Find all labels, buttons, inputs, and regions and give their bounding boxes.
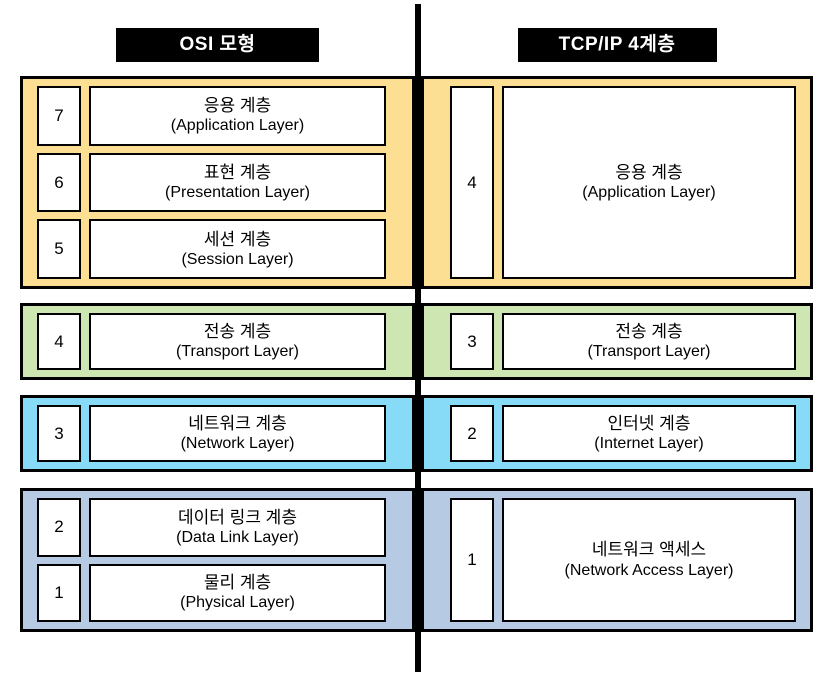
- osi-layer-2-number: 2: [37, 498, 81, 557]
- tcpip-layer-4-row: 4 응용 계층 (Application Layer): [450, 86, 796, 279]
- layer-name-english: (Network Layer): [180, 435, 295, 453]
- osi-transport-band: 4 전송 계층 (Transport Layer): [20, 303, 415, 380]
- osi-layer-5-label: 세션 계층 (Session Layer): [89, 219, 386, 280]
- layer-name-korean: 표현 계층: [203, 162, 272, 182]
- osi-layer-4-number: 4: [37, 313, 81, 370]
- layer-name-english: (Transport Layer): [587, 343, 711, 361]
- osi-layer-3-label: 네트워크 계층 (Network Layer): [89, 405, 386, 462]
- tcpip-layer-1-row: 1 네트워크 액세스 (Network Access Layer): [450, 498, 796, 622]
- layer-name-english: (Internet Layer): [594, 435, 704, 453]
- tcpip-internet-band: 2 인터넷 계층 (Internet Layer): [421, 395, 813, 472]
- layer-name-english: (Physical Layer): [180, 594, 295, 612]
- tcpip-column: TCP/IP 4계층 4 응용 계층 (Application Layer) 3…: [421, 0, 813, 632]
- osi-layer-4-label: 전송 계층 (Transport Layer): [89, 313, 386, 370]
- layer-name-english: (Network Access Layer): [564, 561, 734, 579]
- osi-layer-1-label: 물리 계층 (Physical Layer): [89, 563, 386, 622]
- layer-name-korean: 네트워크 계층: [188, 413, 287, 433]
- tcpip-layer-2-number: 2: [450, 405, 494, 462]
- tcpip-layer-1-number: 1: [450, 498, 494, 622]
- tcpip-layer-1-label: 네트워크 액세스 (Network Access Layer): [502, 498, 796, 622]
- osi-layer-2-label: 데이터 링크 계층 (Data Link Layer): [89, 498, 386, 557]
- layer-name-korean: 물리 계층: [203, 573, 272, 593]
- tcpip-title: TCP/IP 4계층: [517, 28, 717, 62]
- layer-name-english: (Data Link Layer): [176, 528, 299, 546]
- osi-layer-5-number: 5: [37, 219, 81, 280]
- osi-layer-7-row: 7 응용 계층 (Application Layer): [37, 86, 386, 146]
- tcpip-layer-2-row: 2 인터넷 계층 (Internet Layer): [450, 405, 796, 462]
- tcpip-layer-3-number: 3: [450, 313, 494, 370]
- osi-layer-6-row: 6 표현 계층 (Presentation Layer): [37, 152, 386, 213]
- osi-network-band: 3 네트워크 계층 (Network Layer): [20, 395, 415, 472]
- layer-name-english: (Session Layer): [181, 250, 294, 268]
- osi-layer-7-number: 7: [37, 86, 81, 146]
- layer-name-korean: 세션 계층: [203, 229, 272, 249]
- osi-layer-2-row: 2 데이터 링크 계층 (Data Link Layer): [37, 498, 386, 557]
- layer-name-korean: 데이터 링크 계층: [178, 507, 297, 527]
- tcpip-transport-band: 3 전송 계층 (Transport Layer): [421, 303, 813, 380]
- layer-name-english: (Application Layer): [170, 117, 305, 135]
- center-divider-line: [415, 4, 421, 672]
- layer-name-english: (Presentation Layer): [165, 184, 310, 202]
- layer-name-english: (Application Layer): [582, 184, 716, 202]
- osi-layer-3-number: 3: [37, 405, 81, 462]
- layer-name-korean: 응용 계층: [615, 162, 683, 182]
- osi-layer-4-row: 4 전송 계층 (Transport Layer): [37, 313, 386, 370]
- osi-layer-5-row: 5 세션 계층 (Session Layer): [37, 219, 386, 280]
- layer-name-korean: 응용 계층: [203, 96, 272, 116]
- tcpip-layer-2-label: 인터넷 계층 (Internet Layer): [502, 405, 796, 462]
- osi-layer-6-label: 표현 계층 (Presentation Layer): [89, 152, 386, 213]
- tcpip-network-access-band: 1 네트워크 액세스 (Network Access Layer): [421, 488, 813, 632]
- osi-layer-6-number: 6: [37, 152, 81, 213]
- osi-column: OSI 모형 7 응용 계층 (Application Layer) 6 표현 …: [20, 0, 415, 632]
- osi-layer-7-label: 응용 계층 (Application Layer): [89, 86, 386, 146]
- osi-layer-1-number: 1: [37, 563, 81, 622]
- tcpip-application-band: 4 응용 계층 (Application Layer): [421, 76, 813, 289]
- tcpip-layer-4-label: 응용 계층 (Application Layer): [502, 86, 796, 279]
- layer-name-korean: 전송 계층: [615, 321, 683, 341]
- osi-layer-3-row: 3 네트워크 계층 (Network Layer): [37, 405, 386, 462]
- layer-name-korean: 인터넷 계층: [607, 413, 691, 433]
- layer-name-english: (Transport Layer): [176, 343, 299, 361]
- tcpip-layer-3-label: 전송 계층 (Transport Layer): [502, 313, 796, 370]
- tcpip-layer-3-row: 3 전송 계층 (Transport Layer): [450, 313, 796, 370]
- osi-link-band: 2 데이터 링크 계층 (Data Link Layer) 1 물리 계층 (P…: [20, 488, 415, 632]
- layer-name-korean: 네트워크 액세스: [591, 540, 707, 560]
- osi-layer-1-row: 1 물리 계층 (Physical Layer): [37, 563, 386, 622]
- osi-application-band: 7 응용 계층 (Application Layer) 6 표현 계층 (Pre…: [20, 76, 415, 289]
- osi-title: OSI 모형: [116, 28, 319, 62]
- layer-name-korean: 전송 계층: [203, 321, 272, 341]
- tcpip-layer-4-number: 4: [450, 86, 494, 279]
